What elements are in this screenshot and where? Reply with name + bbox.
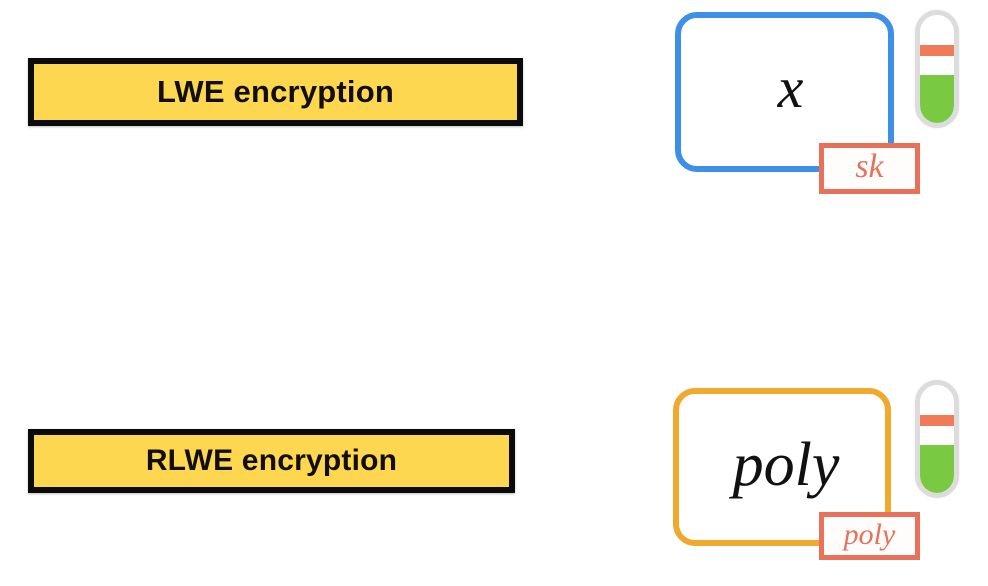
lwe-secret-key-tag-label: sk: [855, 147, 884, 185]
lwe-ciphertext-box: x: [675, 12, 894, 172]
lwe-noise-tube-fill: [920, 75, 954, 123]
rlwe-secret-key-tag: poly: [819, 512, 920, 560]
lwe-noise-tube-inner: [920, 15, 954, 123]
lwe-noise-level-tube-icon: [915, 10, 959, 128]
rlwe-secret-key-tag-label: poly: [843, 518, 896, 551]
rlwe-noise-tube-threshold-marker: [920, 415, 954, 427]
rlwe-noise-level-tube-icon: [915, 380, 959, 498]
rlwe-encryption-banner-label: RLWE encryption: [145, 444, 398, 477]
lwe-ciphertext-symbol: x: [777, 55, 804, 120]
lwe-noise-tube-threshold-marker: [920, 45, 954, 57]
rlwe-noise-tube-fill: [920, 445, 954, 493]
rlwe-noise-tube-inner: [920, 385, 954, 493]
lwe-secret-key-tag: sk: [819, 143, 920, 194]
lwe-encryption-banner: LWE encryption: [28, 58, 523, 126]
rlwe-encryption-banner: RLWE encryption: [28, 429, 515, 493]
lwe-encryption-banner-label: LWE encryption: [156, 74, 395, 109]
rlwe-ciphertext-symbol: poly: [732, 431, 840, 499]
